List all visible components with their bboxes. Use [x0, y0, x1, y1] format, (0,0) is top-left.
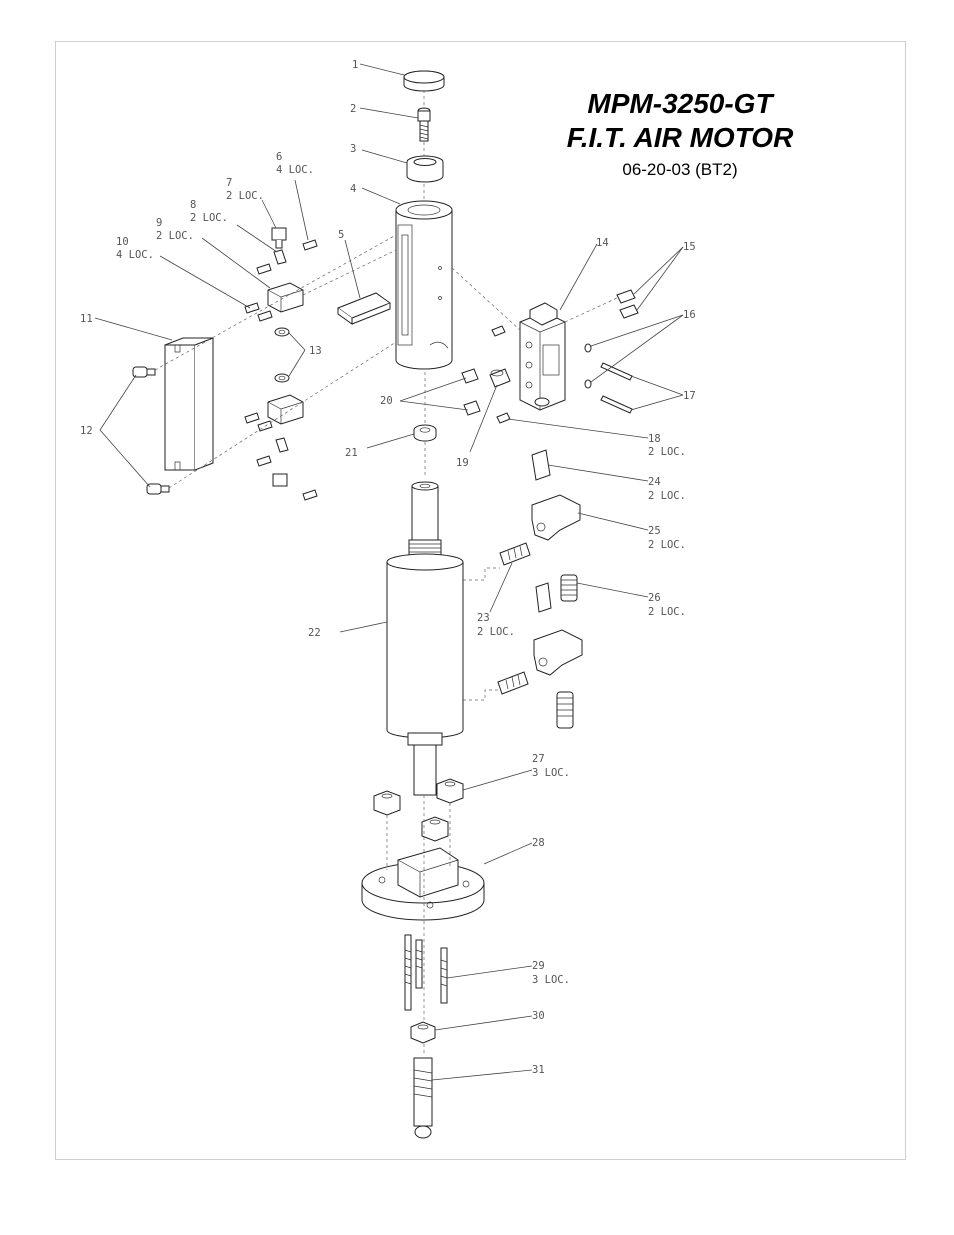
drawing-revision: 06-20-03 (BT2) — [622, 160, 738, 179]
callout-2-number: 2 — [350, 103, 356, 115]
part-26-mufflers — [556, 574, 578, 729]
part-22-cylinder — [386, 481, 464, 796]
callout-25-qty: 2 LOC. — [648, 539, 686, 551]
callout-10-number: 10 — [116, 236, 129, 248]
drawing-name-title: F.I.T. AIR MOTOR — [566, 122, 794, 153]
leader-lines — [94, 63, 684, 1081]
callout-14-number: 14 — [596, 237, 609, 249]
callout-8-qty: 2 LOC. — [190, 212, 228, 224]
callout-7-qty: 2 LOC. — [226, 190, 264, 202]
callout-labels: 1 2 3 4 5 6 4 LOC. 7 2 LOC. 8 2 LOC. 9 2… — [80, 59, 696, 1076]
callout-3-number: 3 — [350, 143, 356, 155]
part-31-shaft — [413, 1057, 433, 1139]
callout-17-number: 17 — [683, 390, 696, 402]
part-5-plate — [336, 292, 392, 325]
callout-27-qty: 3 LOC. — [532, 767, 570, 779]
part-28-flange — [361, 847, 485, 921]
callout-24-number: 24 — [648, 476, 661, 488]
callout-9-number: 9 — [156, 217, 162, 229]
callout-11-number: 11 — [80, 313, 93, 325]
part-20-plugs — [461, 368, 481, 416]
callout-16-number: 16 — [683, 309, 696, 321]
callout-24-qty: 2 LOC. — [648, 490, 686, 502]
callout-20-number: 20 — [380, 395, 393, 407]
callout-29-qty: 3 LOC. — [532, 974, 570, 986]
callout-21-number: 21 — [345, 447, 358, 459]
callout-22-number: 22 — [308, 627, 321, 639]
part-1-cap — [403, 70, 445, 92]
part-9-blocks — [267, 282, 304, 425]
part-17-screws — [600, 362, 633, 414]
callout-9-qty: 2 LOC. — [156, 230, 194, 242]
callout-8-number: 8 — [190, 199, 196, 211]
callout-10-qty: 4 LOC. — [116, 249, 154, 261]
part-14-valve — [519, 302, 566, 411]
callout-28-number: 28 — [532, 837, 545, 849]
callout-15-number: 15 — [683, 241, 696, 253]
part-2-bolt — [417, 107, 431, 142]
callout-13-number: 13 — [309, 345, 322, 357]
part-25-tees — [531, 494, 583, 676]
callout-19-number: 19 — [456, 457, 469, 469]
part-29-bolts — [404, 934, 448, 1011]
part-12-screws — [132, 366, 170, 495]
part-16-washers — [584, 343, 592, 389]
part-24-nipples — [531, 449, 552, 613]
callout-29-number: 29 — [532, 960, 545, 972]
callout-23-number: 23 — [477, 612, 490, 624]
callout-6-number: 6 — [276, 151, 282, 163]
callout-30-number: 30 — [532, 1010, 545, 1022]
part-8-nipples — [273, 249, 289, 453]
callout-5-number: 5 — [338, 229, 344, 241]
callout-25-number: 25 — [648, 525, 661, 537]
part-15-fittings — [616, 289, 639, 319]
callout-18-number: 18 — [648, 433, 661, 445]
callout-23-qty: 2 LOC. — [477, 626, 515, 638]
callout-31-number: 31 — [532, 1064, 545, 1076]
callout-27-number: 27 — [532, 753, 545, 765]
callout-4-number: 4 — [350, 183, 356, 195]
part-4-housing — [395, 200, 453, 370]
drawing-model-title: MPM-3250-GT — [587, 88, 773, 119]
callout-26-qty: 2 LOC. — [648, 606, 686, 618]
callout-26-number: 26 — [648, 592, 661, 604]
part-13-orings — [274, 327, 290, 383]
part-11-bracket — [164, 337, 214, 471]
callout-18-qty: 2 LOC. — [648, 446, 686, 458]
callout-6-qty: 4 LOC. — [276, 164, 314, 176]
part-19-fitting — [489, 368, 511, 388]
part-6-setscrews — [302, 239, 318, 501]
callout-1-number: 1 — [352, 59, 358, 71]
callout-7-number: 7 — [226, 177, 232, 189]
part-23-fittings — [497, 542, 531, 695]
part-30-nut — [410, 1021, 436, 1044]
part-21-seal — [413, 424, 437, 442]
part-27-nuts — [373, 778, 464, 842]
part-7-fittings — [271, 227, 288, 487]
callout-12-number: 12 — [80, 425, 93, 437]
part-3-ring — [406, 155, 444, 183]
